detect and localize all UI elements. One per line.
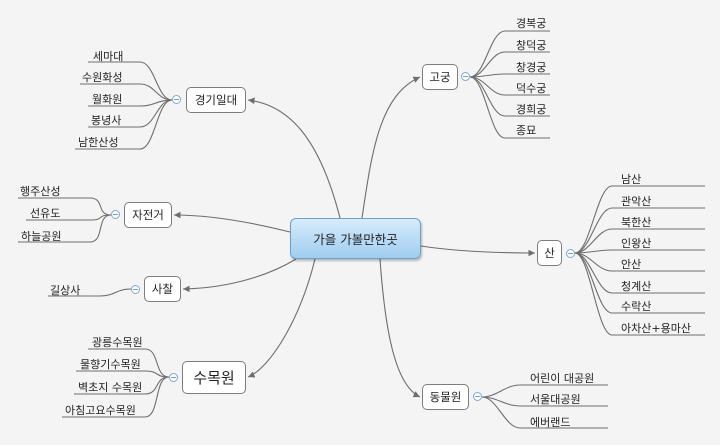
collapse-bicycle-icon[interactable]: −	[111, 209, 120, 219]
link-mountain-leaf-2	[574, 228, 705, 254]
leaf-achasan-yongmasan[interactable]: 아차산+용마산	[621, 322, 691, 335]
collapse-palaces-icon[interactable]: −	[461, 71, 470, 81]
collapse-zoo-icon[interactable]: −	[473, 391, 482, 401]
link-palaces-leaf-5	[469, 76, 550, 139]
collapse-gyeonggi-icon[interactable]: −	[172, 94, 181, 104]
collapse-arboretum-icon[interactable]: −	[169, 372, 178, 382]
link-central-zoo	[379, 258, 421, 398]
link-central-palaces	[361, 76, 421, 219]
link-bicycle-leaf-0	[18, 197, 112, 216]
leaf-bukhansan[interactable]: 북한산	[621, 216, 652, 229]
leaf-gwanaksan[interactable]: 관악산	[621, 195, 652, 208]
link-central-mountain	[420, 245, 536, 257]
leaf-gyeonghuigung[interactable]: 경희궁	[516, 103, 547, 116]
topic-zoo[interactable]: 동물원	[422, 384, 469, 410]
leaf-byeokchoji[interactable]: 벽초지 수목원	[78, 381, 143, 394]
link-palaces-leaf-0	[469, 30, 550, 78]
leaf-namsan[interactable]: 남산	[621, 173, 642, 186]
leaf-ansan[interactable]: 안산	[621, 258, 642, 271]
leaf-deoksugung[interactable]: 덕수궁	[516, 82, 547, 95]
link-mountain-leaf-0	[574, 185, 705, 254]
leaf-jongmyo[interactable]: 종묘	[516, 124, 537, 137]
central-topic[interactable]: 가을 가볼만한곳	[290, 218, 421, 259]
link-central-arboretum	[247, 258, 316, 378]
leaf-gwangneung[interactable]: 광릉수목원	[92, 336, 143, 349]
link-gyeonggi-leaf-0	[88, 61, 173, 101]
topic-mountain[interactable]: 산	[537, 240, 562, 266]
link-temple-leaf-0	[48, 288, 132, 297]
leaf-changgyeonggung[interactable]: 창경궁	[516, 61, 547, 74]
leaf-wolhwawon[interactable]: 월화원	[92, 93, 123, 106]
leaf-seonyudo[interactable]: 선유도	[30, 207, 61, 220]
link-gyeonggi-leaf-1	[80, 83, 173, 101]
leaf-haengjusanseong[interactable]: 행주산성	[20, 185, 61, 198]
leaf-seoul-grand-park[interactable]: 서울대공원	[530, 393, 581, 406]
link-arboretum-leaf-3	[62, 376, 170, 418]
link-gyeonggi-leaf-2	[88, 99, 173, 107]
link-central-bicycle	[173, 211, 291, 233]
topic-bicycle[interactable]: 자전거	[124, 202, 172, 228]
link-mountain-leaf-3	[574, 249, 705, 254]
leaf-changdeokgung[interactable]: 창덕궁	[516, 39, 547, 52]
topic-gyeonggi[interactable]: 경기일대	[186, 87, 246, 113]
link-arboretum-leaf-0	[88, 348, 170, 378]
link-mountain-leaf-1	[574, 207, 705, 254]
link-palaces-leaf-2	[469, 73, 550, 78]
leaf-mulhyanggi[interactable]: 물향기수목원	[80, 358, 141, 371]
leaf-semadae[interactable]: 세마대	[93, 50, 124, 63]
link-arboretum-leaf-1	[76, 370, 170, 378]
link-zoo-leaf-2	[481, 396, 608, 429]
topic-arboretum[interactable]: 수목원	[182, 361, 246, 394]
link-zoo-leaf-1	[481, 396, 608, 407]
leaf-bongnyeongsa[interactable]: 봉녕사	[91, 114, 122, 127]
link-bicycle-leaf-2	[18, 214, 112, 243]
link-mountain-leaf-7	[574, 252, 705, 336]
topic-palaces[interactable]: 고궁	[422, 64, 458, 90]
collapse-temple-icon[interactable]: −	[131, 284, 140, 294]
leaf-inwangsan[interactable]: 인왕산	[621, 237, 652, 250]
leaf-gyeongbokgung[interactable]: 경복궁	[516, 17, 547, 30]
link-central-gyeonggi	[247, 97, 341, 219]
leaf-gilsangsa[interactable]: 길상사	[50, 284, 81, 297]
leaf-suraksan[interactable]: 수락산	[621, 300, 652, 313]
leaf-suwon-hwaseong[interactable]: 수원화성	[82, 71, 123, 84]
leaf-cheonggyesan[interactable]: 청계산	[621, 280, 652, 293]
link-central-temple	[182, 258, 297, 293]
link-palaces-leaf-1	[469, 51, 550, 78]
leaf-everland[interactable]: 에버랜드	[530, 416, 571, 429]
collapse-mountain-icon[interactable]: −	[566, 248, 575, 258]
link-mountain-leaf-5	[574, 252, 705, 294]
link-palaces-leaf-4	[469, 76, 550, 117]
leaf-achimgoyo[interactable]: 아침고요수목원	[65, 404, 136, 417]
leaf-childrens-grand-park[interactable]: 어린이 대공원	[530, 372, 595, 385]
link-gyeonggi-leaf-4	[75, 99, 173, 150]
leaf-haneul-park[interactable]: 하늘공원	[21, 230, 62, 243]
link-zoo-leaf-0	[481, 384, 608, 398]
topic-temple[interactable]: 사찰	[144, 276, 181, 302]
leaf-namhansanseong[interactable]: 남한산성	[78, 136, 119, 149]
